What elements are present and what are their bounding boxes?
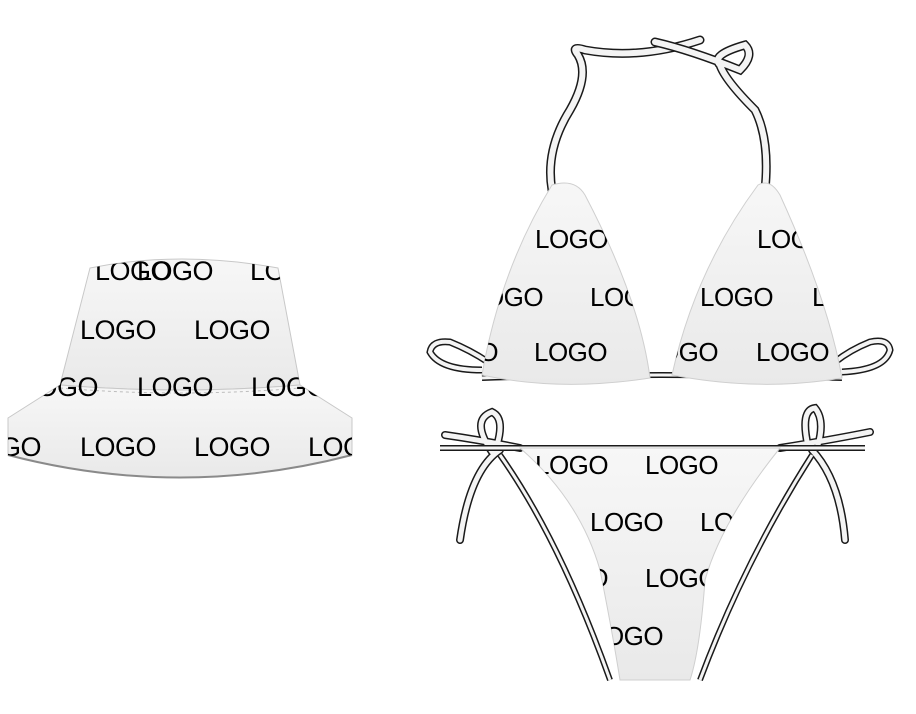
neck-strap-left bbox=[545, 35, 705, 195]
logo-print: LOGO bbox=[137, 256, 213, 286]
hat-brim-edge bbox=[7, 454, 353, 479]
logo-print: LOGO bbox=[535, 224, 608, 254]
hat-stitch bbox=[59, 387, 301, 394]
cup-right bbox=[671, 182, 843, 385]
logo-print: LOGO bbox=[645, 337, 718, 367]
logo-print: LOGO bbox=[137, 372, 213, 402]
logo-print: LOGO bbox=[80, 432, 156, 462]
bucket-hat: LOGO LOGO LOGO LOGO LOGO LOGO LOGO LOGO … bbox=[0, 256, 353, 479]
bottom-panel bbox=[518, 447, 782, 681]
logo-print: LOGO bbox=[757, 224, 830, 254]
cup-left bbox=[481, 182, 651, 385]
logo-print: LOGO bbox=[80, 315, 156, 345]
logo-print: LOGO bbox=[645, 676, 718, 706]
tie-side-bikini-bottom: LOGO LOGO LOGO LOGO LOGO LOGO LOGO LOGO … bbox=[440, 403, 874, 706]
logo-print: LOGO bbox=[251, 372, 327, 402]
logo-print: LOGO bbox=[590, 621, 663, 651]
logo-print: LOGO bbox=[0, 432, 41, 462]
logo-print: LOGO bbox=[645, 563, 718, 593]
cup-left-logo-print: LOGO LOGO LOGO LOGO LOGO bbox=[470, 224, 650, 367]
logo-print: LOGO bbox=[250, 256, 326, 286]
logo-print: LOGO bbox=[194, 432, 270, 462]
logo-print: LOGO bbox=[22, 372, 98, 402]
triangle-bikini-top: LOGO LOGO LOGO LOGO LOGO LOGO LOGO LOGO … bbox=[426, 35, 894, 385]
logo-print: LOGO bbox=[700, 282, 773, 312]
logo-print: LOGO bbox=[470, 282, 543, 312]
logo-print: LOGO bbox=[700, 507, 773, 537]
logo-print: LOGO bbox=[590, 507, 663, 537]
logo-print: LOGO bbox=[535, 450, 608, 480]
tie-right bbox=[776, 403, 874, 544]
logo-print: LOGO bbox=[756, 337, 829, 367]
logo-print: LOGO bbox=[194, 315, 270, 345]
logo-print: LOGO bbox=[645, 450, 718, 480]
neck-strap-right bbox=[650, 37, 771, 195]
logo-print: LOGO bbox=[534, 337, 607, 367]
logo-print: LOGO bbox=[812, 282, 885, 312]
cup-right-logo-print: LOGO LOGO LOGO LOGO LOGO bbox=[645, 224, 885, 367]
